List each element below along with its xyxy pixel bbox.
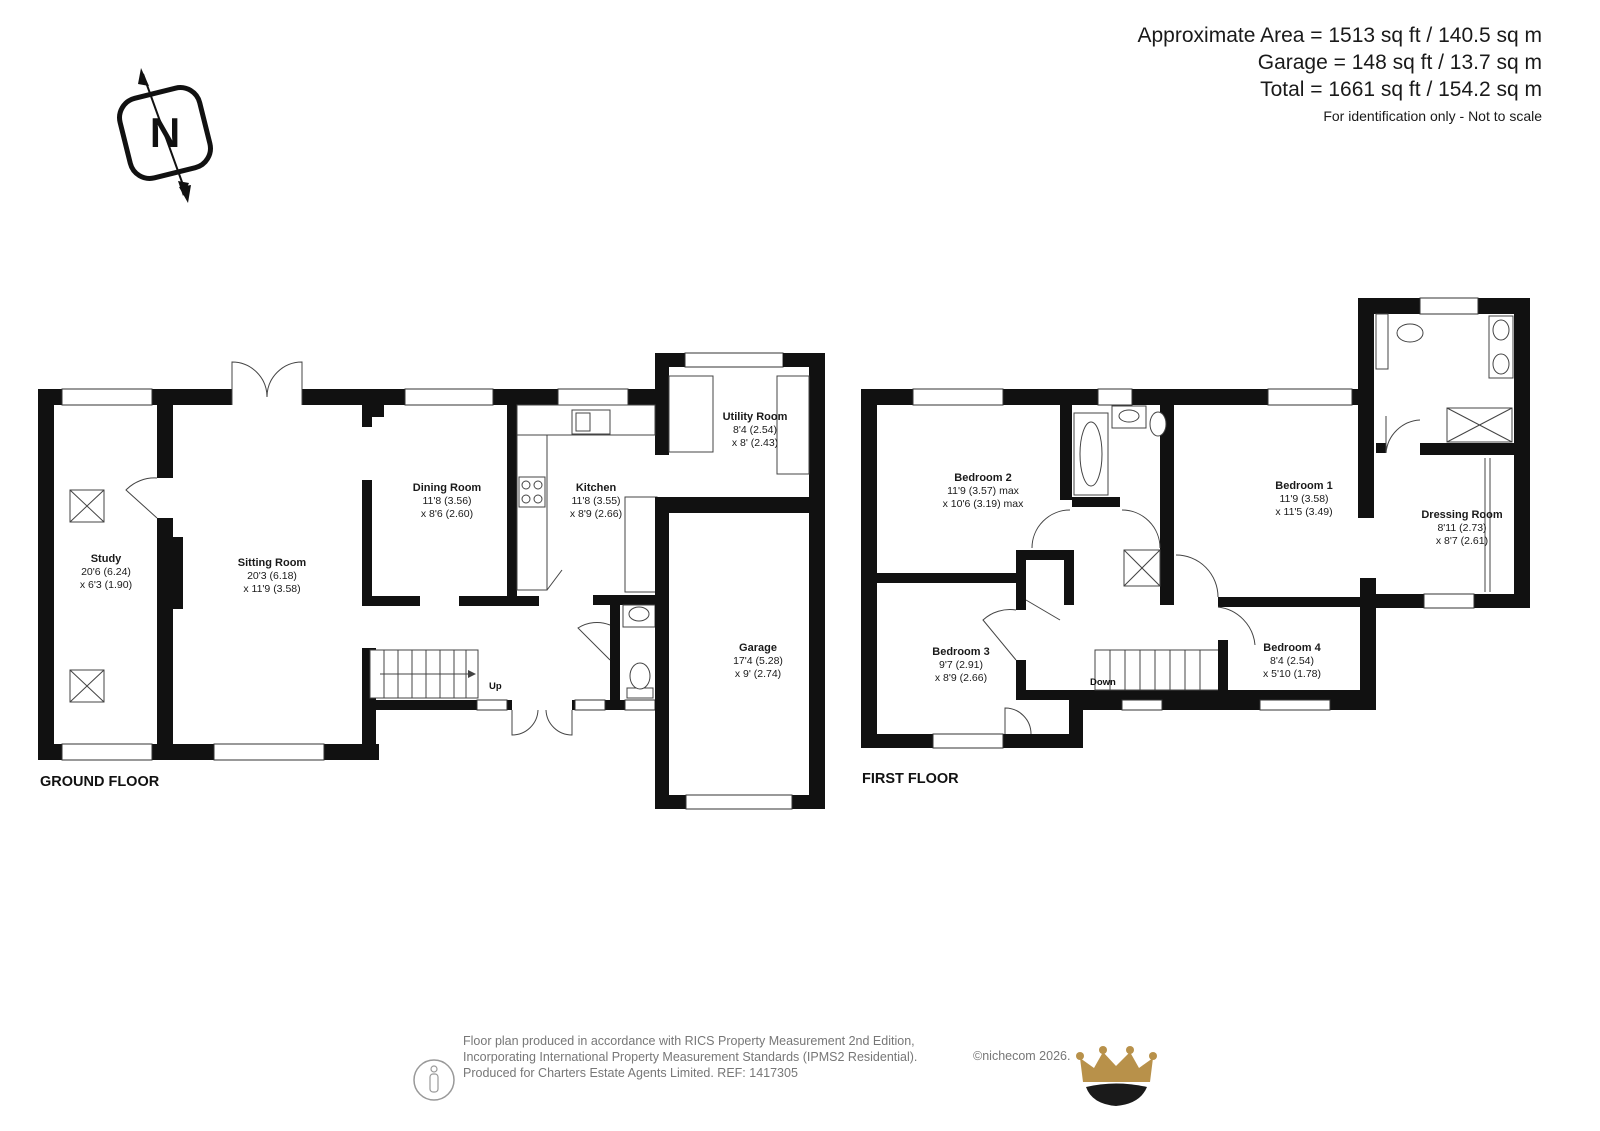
room-name: Bedroom 4 (1263, 642, 1321, 654)
garage-area: Garage = 148 sq ft / 13.7 sq m (1257, 51, 1542, 74)
room-dining-room: Dining Room 11'8 (3.56) x 8'6 (2.60) (413, 482, 482, 520)
room-utility-room: Utility Room 8'4 (2.54) x 8' (2.43) (723, 411, 788, 449)
ground-floor-plan (38, 352, 825, 810)
room-name: Bedroom 2 (954, 472, 1011, 484)
ground-floor-label: GROUND FLOOR (40, 774, 160, 790)
room-bedroom-3: Bedroom 3 9'7 (2.91) x 8'9 (2.66) (932, 646, 989, 684)
room-dimension: x 8' (2.43) (732, 437, 778, 449)
total-area: Total = 1661 sq ft / 154.2 sq m (1260, 78, 1542, 101)
room-dimension: x 5'10 (1.78) (1263, 668, 1321, 680)
room-dimension: 11'9 (3.57) max (947, 485, 1020, 497)
room-name: Utility Room (723, 411, 788, 423)
room-name: Bedroom 1 (1275, 480, 1332, 492)
room-dressing-room: Dressing Room 8'11 (2.73) x 8'7 (2.61) (1421, 509, 1503, 547)
room-bedroom-4: Bedroom 4 8'4 (2.54) x 5'10 (1.78) (1263, 642, 1322, 680)
footer-credits: Floor plan produced in accordance with R… (463, 1033, 917, 1081)
room-name: Dressing Room (1421, 509, 1503, 521)
room-name: Garage (739, 642, 777, 654)
room-name: Kitchen (576, 482, 617, 494)
room-name: Dining Room (413, 482, 482, 494)
room-bedroom-2: Bedroom 2 11'9 (3.57) max x 10'6 (3.19) … (943, 472, 1025, 510)
room-study: Study 20'6 (6.24) x 6'3 (1.90) (80, 553, 132, 591)
person-icon (413, 1059, 455, 1101)
room-name: Study (91, 553, 122, 565)
footer-line: Produced for Charters Estate Agents Limi… (463, 1066, 798, 1080)
footer-line: Floor plan produced in accordance with R… (463, 1034, 915, 1048)
room-dimension: 9'7 (2.91) (939, 659, 983, 671)
room-name: Bedroom 3 (932, 646, 989, 658)
scale-note: For identification only - Not to scale (1323, 108, 1542, 124)
footer-copyright: ©nichecom 2026. (973, 1049, 1071, 1063)
room-dimension: x 10'6 (3.19) max (943, 498, 1025, 510)
footer-line: Incorporating International Property Mea… (463, 1050, 918, 1064)
room-dimension: x 8'7 (2.61) (1436, 535, 1488, 547)
room-dimension: x 8'9 (2.66) (570, 508, 622, 520)
room-dimension: 8'4 (2.54) (1270, 655, 1314, 667)
approximate-area: Approximate Area = 1513 sq ft / 140.5 sq… (1137, 24, 1543, 47)
area-summary: Approximate Area = 1513 sq ft / 140.5 sq… (1138, 22, 1543, 127)
crown-logo-icon (1076, 1046, 1157, 1106)
room-dimension: 20'3 (6.18) (247, 570, 297, 582)
room-dimension: 11'9 (3.58) (1279, 493, 1328, 505)
room-dimension: x 6'3 (1.90) (80, 579, 132, 591)
room-dimension: x 8'9 (2.66) (935, 672, 987, 684)
first-floor-label: FIRST FLOOR (862, 771, 959, 787)
room-sitting-room: Sitting Room 20'3 (6.18) x 11'9 (3.58) (238, 557, 307, 595)
stairs-down-label: Down (1090, 677, 1116, 688)
first-floor-plan (861, 297, 1530, 749)
stairs-up-label: Up (489, 681, 502, 692)
compass-letter: N (150, 109, 180, 156)
room-garage: Garage 17'4 (5.28) x 9' (2.74) (733, 642, 783, 680)
room-dimension: 8'4 (2.54) (733, 424, 777, 436)
room-dimension: x 11'9 (3.58) (243, 583, 300, 595)
room-dimension: x 11'5 (3.49) (1275, 506, 1332, 518)
room-dimension: 20'6 (6.24) (81, 566, 131, 578)
room-name: Sitting Room (238, 557, 307, 569)
room-dimension: 17'4 (5.28) (733, 655, 783, 667)
room-bedroom-1: Bedroom 1 11'9 (3.58) x 11'5 (3.49) (1275, 480, 1332, 518)
room-dimension: x 8'6 (2.60) (421, 508, 473, 520)
room-dimension: 11'8 (3.56) (422, 495, 471, 507)
compass-icon: N (117, 68, 213, 203)
room-dimension: 8'11 (2.73) (1437, 522, 1486, 534)
room-kitchen: Kitchen 11'8 (3.55) x 8'9 (2.66) (570, 482, 622, 520)
room-dimension: x 9' (2.74) (735, 668, 781, 680)
room-dimension: 11'8 (3.55) (571, 495, 620, 507)
